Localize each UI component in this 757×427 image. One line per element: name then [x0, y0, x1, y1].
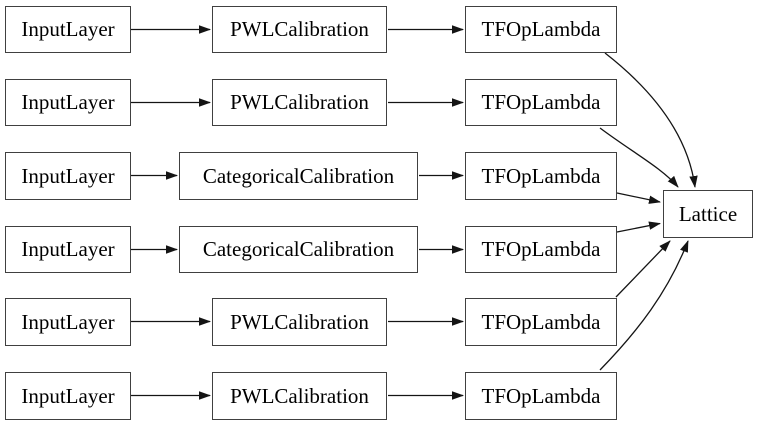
node-categorical-calibration-1: CategoricalCalibration — [179, 152, 418, 200]
node-input-layer-3: InputLayer — [5, 152, 131, 200]
node-input-layer-2: InputLayer — [5, 79, 131, 126]
node-tfop-lambda-2: TFOpLambda — [465, 79, 617, 126]
node-pwl-calibration-2: PWLCalibration — [212, 79, 387, 126]
node-pwl-calibration-3: PWLCalibration — [212, 298, 387, 346]
edge-op5-lattice — [615, 240, 671, 298]
node-tfop-lambda-3: TFOpLambda — [465, 152, 617, 200]
node-tfop-lambda-1: TFOpLambda — [465, 6, 617, 53]
node-pwl-calibration-4: PWLCalibration — [212, 372, 387, 420]
edge-op3-lattice — [616, 192, 661, 204]
node-tfop-lambda-4: TFOpLambda — [465, 226, 617, 273]
node-categorical-calibration-2: CategoricalCalibration — [179, 226, 418, 273]
node-lattice: Lattice — [663, 190, 753, 238]
edge-op6-lattice — [599, 240, 689, 371]
edge-op1-lattice — [604, 52, 698, 188]
node-input-layer-6: InputLayer — [5, 372, 131, 420]
node-input-layer-5: InputLayer — [5, 298, 131, 346]
node-input-layer-4: InputLayer — [5, 226, 131, 273]
node-input-layer-1: InputLayer — [5, 6, 131, 53]
node-tfop-lambda-6: TFOpLambda — [465, 372, 617, 420]
node-tfop-lambda-5: TFOpLambda — [465, 298, 617, 346]
node-pwl-calibration-1: PWLCalibration — [212, 6, 387, 53]
edge-op2-lattice — [599, 127, 679, 188]
edge-op4-lattice — [616, 221, 661, 233]
